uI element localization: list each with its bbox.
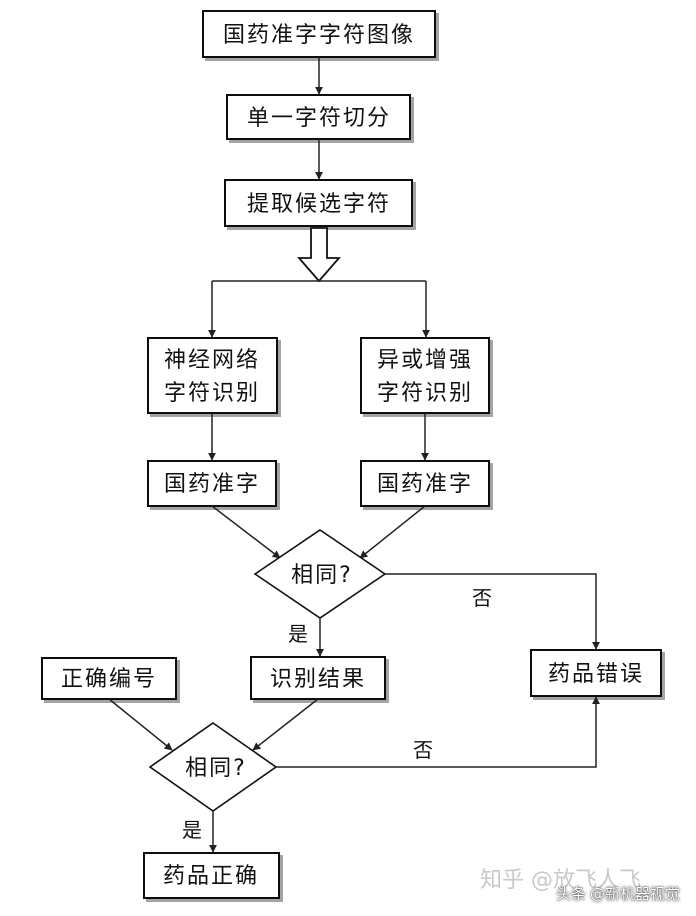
node-result-right-label: 国药准字 — [377, 472, 473, 497]
decision-same-2-label: 相同? — [185, 756, 247, 781]
node-segment: 单一字符切分 — [226, 94, 411, 140]
node-result-left-label: 国药准字 — [164, 472, 260, 497]
node-extract-label: 提取候选字符 — [247, 192, 391, 217]
node-nn-label-line1: 神经网络 — [164, 348, 260, 373]
node-nn-label-line2: 字符识别 — [164, 381, 260, 406]
node-drug-error-label: 药品错误 — [548, 662, 644, 687]
node-character-image-label: 国药准字字符图像 — [223, 23, 415, 48]
node-extract: 提取候选字符 — [224, 179, 413, 227]
node-character-image: 国药准字字符图像 — [202, 10, 436, 58]
hollow-down-arrow — [297, 227, 341, 283]
edge-right-result-to-decision1 — [359, 505, 426, 559]
node-nn-recognition: 神经网络 字符识别 — [147, 337, 278, 414]
edge-label-no-2: 否 — [413, 738, 433, 762]
node-drug-error: 药品错误 — [530, 649, 662, 697]
node-recognition-result: 识别结果 — [250, 656, 386, 700]
watermark-zhihu: 知乎 @放飞人飞 — [480, 868, 641, 893]
node-drug-ok: 药品正确 — [143, 852, 280, 899]
node-correct-code-label: 正确编号 — [61, 667, 157, 692]
edge-label-yes-1: 是 — [288, 622, 308, 646]
decision-same-2: 相同? — [148, 722, 278, 812]
node-xor-recognition: 异或增强 字符识别 — [360, 337, 490, 414]
node-result-left: 国药准字 — [147, 460, 277, 507]
decision-same-1-label: 相同? — [291, 563, 353, 588]
node-result-right: 国药准字 — [360, 460, 490, 507]
edge-recog-result-to-decision2 — [252, 698, 319, 751]
node-correct-code: 正确编号 — [41, 657, 177, 700]
node-segment-label: 单一字符切分 — [247, 106, 391, 131]
decision-same-1: 相同? — [253, 529, 387, 619]
edge-correct-code-to-decision2 — [108, 698, 173, 751]
edge-label-no-1: 否 — [472, 586, 492, 610]
node-xor-label-line1: 异或增强 — [377, 348, 473, 373]
edge-left-result-to-decision1 — [211, 505, 281, 559]
node-xor-label-line2: 字符识别 — [377, 381, 473, 406]
node-recognition-result-label: 识别结果 — [270, 667, 366, 692]
node-drug-ok-label: 药品正确 — [163, 864, 259, 889]
edge-label-yes-2: 是 — [182, 818, 202, 842]
watermark-toutiao: 头条 @新机器视觉 — [552, 878, 684, 908]
watermark-toutiao-prefix: 头条 — [555, 884, 586, 903]
edge-decision2-no-to-error — [276, 696, 600, 768]
edge-decision1-no-to-error — [385, 573, 600, 650]
watermark-toutiao-handle: @新机器视觉 — [589, 884, 680, 903]
